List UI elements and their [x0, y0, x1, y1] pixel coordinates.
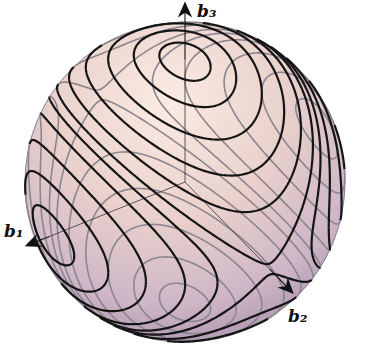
axis-label: b₃: [197, 2, 216, 21]
visible-trajectory: [86, 45, 111, 109]
visible-trajectory: [340, 203, 341, 220]
hidden-trajectory: [152, 33, 320, 267]
axis-arrow: [184, 3, 185, 59]
visible-trajectory: [61, 282, 146, 311]
visible-trajectory: [329, 227, 330, 250]
visible-trajectory: [270, 47, 320, 245]
axis-heads: [26, 3, 292, 293]
visible-trajectory: [312, 245, 321, 268]
visible-trajectory: [40, 114, 185, 285]
hidden-trajectory: [344, 169, 346, 177]
visible-trajectory: [49, 97, 217, 283]
hidden-trajectories: [26, 22, 345, 341]
axis-label: b₁: [4, 222, 23, 241]
axis-arrow: [26, 237, 49, 246]
visible-trajectory: [25, 171, 108, 272]
visible-trajectory: [100, 283, 218, 331]
visible-trajectory: [33, 205, 75, 265]
axis-arrow: [270, 269, 293, 293]
hidden-trajectory: [49, 96, 99, 317]
visible-trajectory: [309, 81, 342, 203]
visible-trajectory: [35, 239, 108, 292]
inner-axis: [49, 182, 185, 237]
visible-trajectories: [25, 23, 344, 342]
visible-trajectory: [286, 58, 330, 227]
visible-trajectory: [84, 285, 185, 324]
visible-trajectory: [69, 67, 98, 123]
visible-trajectory: [30, 140, 146, 282]
visible-trajectory: [111, 23, 284, 176]
hidden-trajectory: [224, 53, 340, 224]
visible-trajectory: [57, 84, 89, 134]
axis-label: b₂: [288, 307, 307, 326]
visible-trajectory: [113, 274, 311, 335]
sphere: [25, 22, 345, 342]
